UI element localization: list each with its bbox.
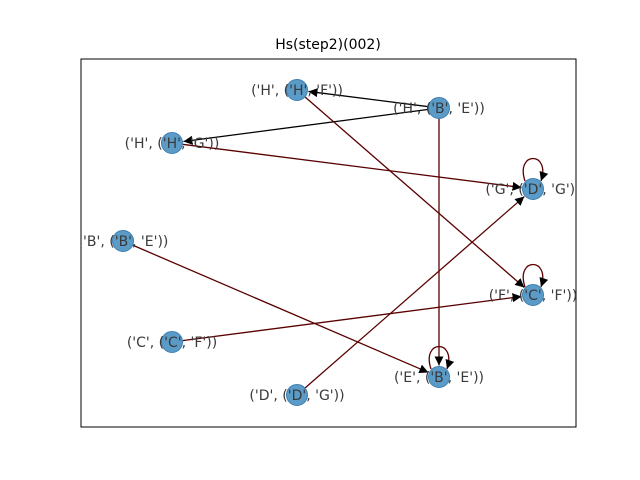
- edge-n2-n1: [308, 88, 429, 108]
- edge-n2-n3: [183, 108, 429, 145]
- node-n2: [428, 97, 450, 119]
- edge-n7-n6: [182, 293, 522, 342]
- node-n3: [161, 132, 183, 154]
- node-n7: [161, 331, 183, 353]
- node-label-n5: ('B', ('B', 'E')): [78, 234, 169, 250]
- edge-n9-n4: [304, 196, 525, 389]
- node-label-n4: ('G', ('D', 'G')): [485, 182, 580, 198]
- node-label-n8: ('E', ('B', 'E')): [394, 370, 484, 386]
- nodes-layer: [112, 79, 544, 406]
- node-n9: [286, 384, 308, 406]
- node-n5: [112, 230, 134, 252]
- self-loop-edge-n8: [428, 345, 455, 370]
- edge-n3-n4: [182, 143, 522, 191]
- edges-layer: [132, 88, 549, 389]
- node-n1: [286, 79, 308, 101]
- plot-frame: [80, 58, 577, 428]
- node-label-n7: ('C', ('C', 'F')): [127, 335, 217, 351]
- self-loop-edge-n6: [522, 263, 549, 288]
- edge-n1-n6: [304, 96, 525, 288]
- node-label-n9: ('D', ('D', 'G')): [249, 388, 344, 404]
- edge-n5-n8: [132, 244, 429, 374]
- node-label-n1: ('H', ('H', 'F')): [251, 83, 343, 99]
- node-label-n2: ('H', ('B', 'E')): [393, 101, 485, 117]
- labels-layer: ('H', ('H', 'F')) ('H', ('B', 'E')) ('H', …: [78, 83, 580, 404]
- graph-title: Hs(step2)(002): [275, 37, 381, 53]
- plot-area: ('H', ('H', 'F')) ('H', ('B', 'E')) ('H', …: [78, 79, 580, 406]
- node-n8: [428, 366, 450, 388]
- node-label-n3: ('H', ('H', 'G')): [125, 136, 220, 152]
- node-n6: [522, 284, 544, 306]
- node-label-n6: ('F', ('C', 'F')): [489, 288, 578, 304]
- node-n4: [522, 178, 544, 200]
- self-loop-edge-n4: [522, 157, 549, 182]
